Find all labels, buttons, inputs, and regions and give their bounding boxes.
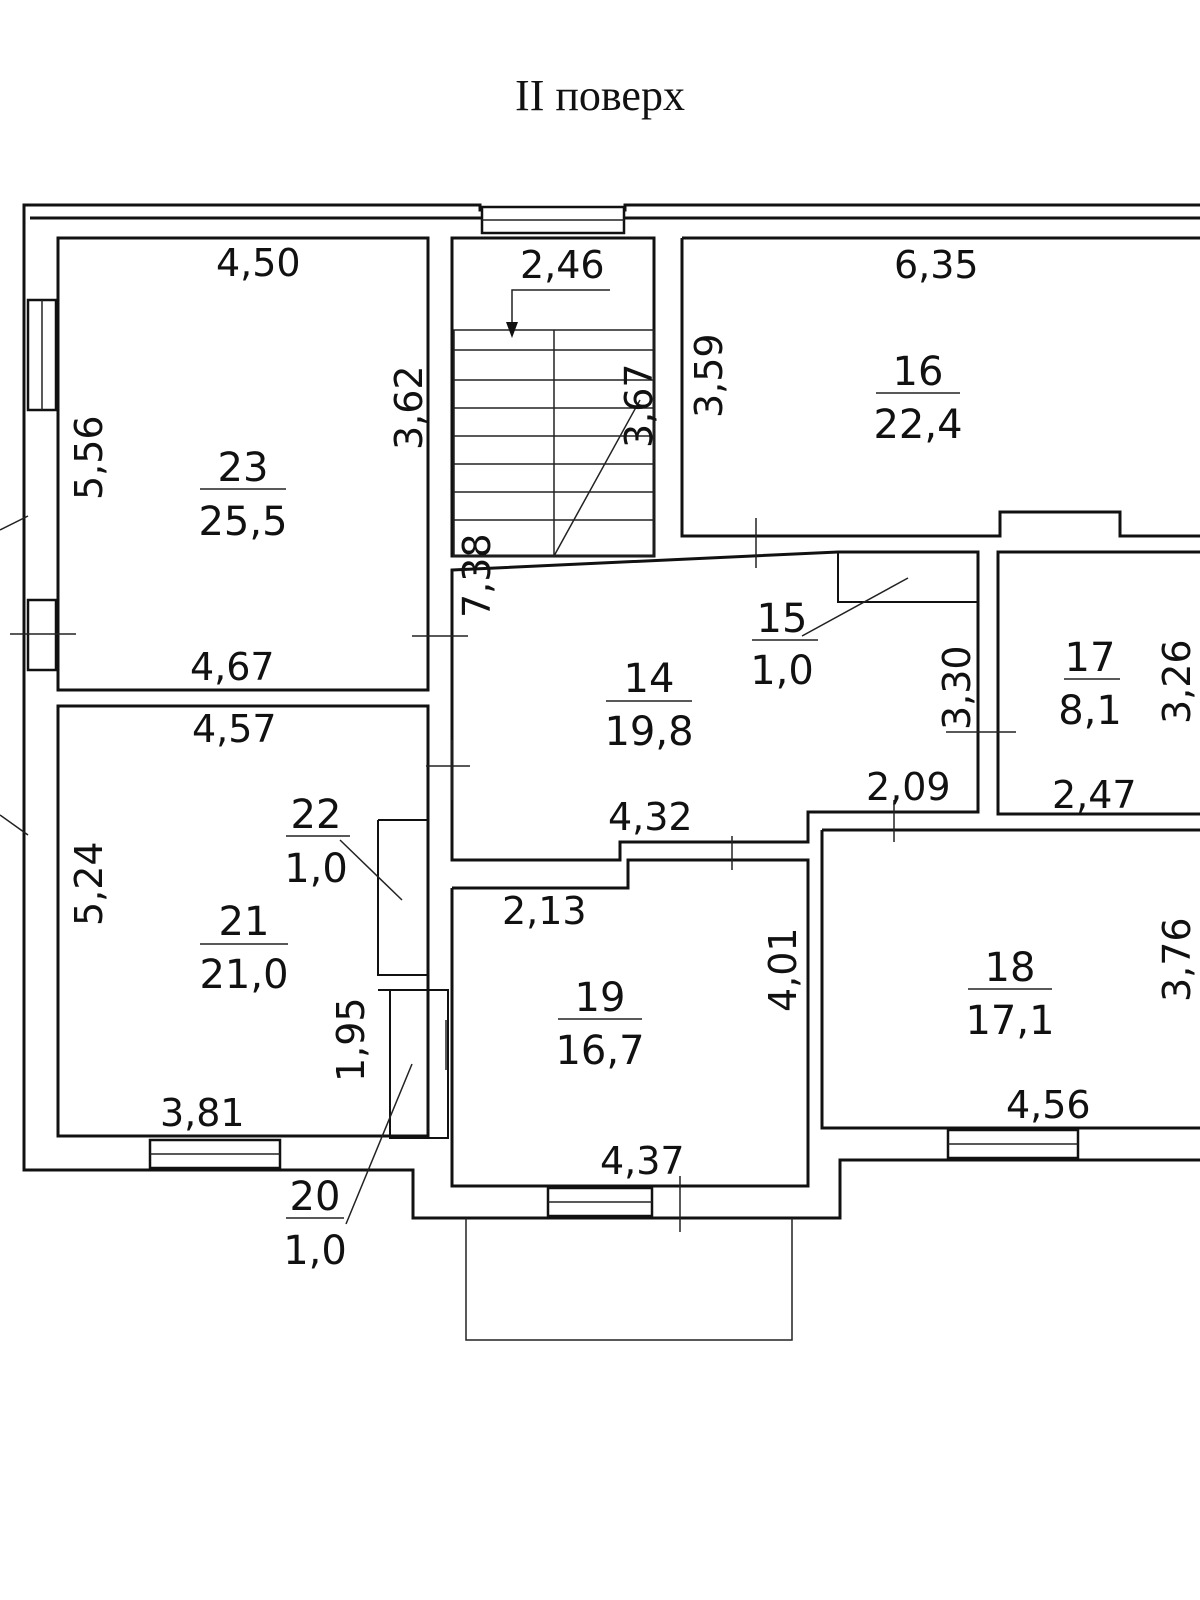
room-14-area: 19,8 xyxy=(604,709,693,755)
dim-432: 4,32 xyxy=(608,795,693,839)
room-23-number: 23 xyxy=(218,445,269,491)
dim-195: 1,95 xyxy=(329,997,373,1082)
room-21-number: 21 xyxy=(219,899,270,945)
room-21-area: 21,0 xyxy=(199,952,288,998)
balcony-outline xyxy=(465,1218,793,1341)
dim-246: 2,46 xyxy=(520,243,605,287)
windows xyxy=(26,205,1080,1218)
dim-457: 4,57 xyxy=(192,707,277,751)
dim-524: 5,24 xyxy=(67,841,111,926)
room-16-number: 16 xyxy=(893,349,944,395)
dim-362: 3,62 xyxy=(387,365,431,450)
dim-635: 6,35 xyxy=(894,243,979,287)
room-18-area: 17,1 xyxy=(965,998,1054,1044)
room-14-outline xyxy=(450,550,980,862)
room-15-outline xyxy=(837,551,979,603)
staircase xyxy=(453,289,655,557)
dim-326: 3,26 xyxy=(1155,639,1199,724)
leader-lines xyxy=(339,577,909,1225)
dim-367: 3,67 xyxy=(617,363,661,448)
room-23-area: 25,5 xyxy=(198,499,287,545)
room-17-area: 8,1 xyxy=(1058,688,1122,734)
room-20-number: 20 xyxy=(290,1174,341,1220)
room-20-area: 1,0 xyxy=(283,1228,347,1274)
dim-456: 4,56 xyxy=(1006,1083,1091,1127)
dim-359: 3,59 xyxy=(687,333,731,418)
room-20-outline xyxy=(378,989,449,1139)
dim-330: 3,30 xyxy=(935,645,979,730)
dim-738: 7,38 xyxy=(455,533,499,618)
dim-213: 2,13 xyxy=(502,889,587,933)
room-17-number: 17 xyxy=(1065,635,1116,681)
room-19-outline xyxy=(450,858,810,1188)
dim-376: 3,76 xyxy=(1155,917,1199,1002)
room-17-outline xyxy=(996,550,1200,816)
dim-437: 4,37 xyxy=(600,1139,685,1183)
room-16-area: 22,4 xyxy=(873,402,962,448)
room-15-area: 1,0 xyxy=(750,648,814,694)
dim-450: 4,50 xyxy=(216,241,301,285)
room-14-number: 14 xyxy=(624,656,675,702)
dim-556: 5,56 xyxy=(67,415,111,500)
floor-title: II поверх xyxy=(515,71,685,120)
room-18-number: 18 xyxy=(985,945,1036,991)
fraction-bars xyxy=(200,392,1120,1219)
room-23-outline xyxy=(56,236,430,692)
dim-381: 3,81 xyxy=(160,1091,245,1135)
room-19-number: 19 xyxy=(575,975,626,1021)
dim-209: 2,09 xyxy=(866,765,951,809)
room-22-number: 22 xyxy=(291,792,342,838)
dim-247: 2,47 xyxy=(1052,773,1137,817)
room-19-area: 16,7 xyxy=(555,1028,644,1074)
dim-467: 4,67 xyxy=(190,645,275,689)
door-marks xyxy=(0,515,1016,1232)
room-22-area: 1,0 xyxy=(284,846,348,892)
room-22-outline xyxy=(377,819,429,976)
dim-401: 4,01 xyxy=(761,927,805,1012)
room-15-number: 15 xyxy=(757,596,808,642)
